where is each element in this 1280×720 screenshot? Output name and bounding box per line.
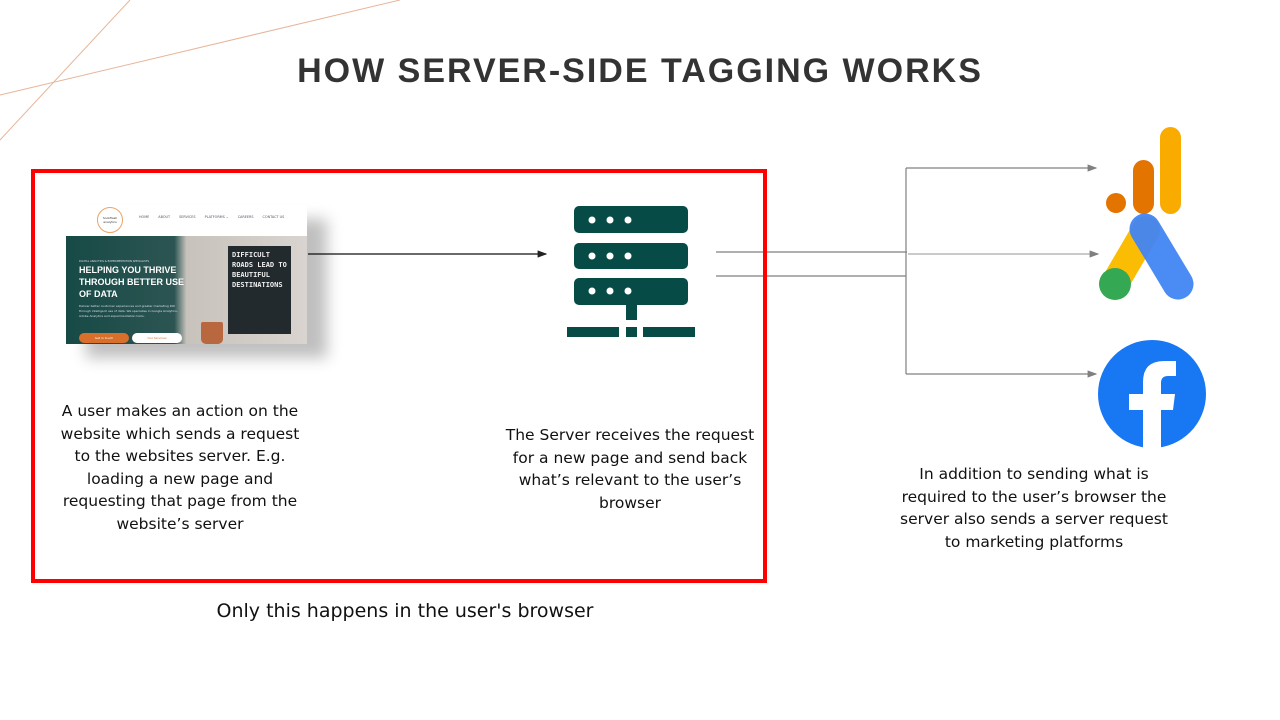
server-caption: The Server receives the request for a ne… bbox=[505, 426, 755, 512]
nav-item: SERVICES bbox=[179, 215, 196, 219]
website-nav: hookflash analytics HOME ABOUT SERVICES … bbox=[66, 205, 307, 236]
website-hero: DIGITAL ANALYTICS & EXPERIMENTATION SPEC… bbox=[66, 236, 307, 344]
website-logo: hookflash analytics bbox=[97, 207, 123, 233]
platforms-caption: In addition to sending what is required … bbox=[900, 465, 1168, 551]
plant-pot bbox=[201, 322, 223, 344]
decorative-line bbox=[0, 0, 401, 96]
letter-board: DIFFICULT ROADS LEAD TO BEAUTIFUL DESTIN… bbox=[228, 246, 291, 334]
facebook-icon bbox=[1098, 340, 1206, 448]
google-analytics-icon bbox=[1106, 127, 1181, 214]
nav-item: CAREERS bbox=[237, 215, 254, 219]
google-ads-icon bbox=[1099, 213, 1194, 300]
nav-item: HOME bbox=[139, 215, 150, 219]
user-action-caption: A user makes an action on the website wh… bbox=[60, 402, 300, 533]
browser-note: Only this happens in the user's browser bbox=[216, 600, 594, 622]
decorative-line bbox=[0, 0, 131, 141]
hero-body: Deliver better customer experiences and … bbox=[79, 304, 178, 318]
our-services-button: Our Services bbox=[132, 333, 182, 343]
website-screenshot: hookflash analytics HOME ABOUT SERVICES … bbox=[66, 205, 307, 344]
nav-item: PLATFORMS ⌄ bbox=[204, 215, 229, 219]
browser-highlight-box bbox=[31, 169, 767, 583]
server-icon bbox=[567, 206, 695, 337]
hero-eyebrow: DIGITAL ANALYTICS & EXPERIMENTATION SPEC… bbox=[79, 260, 150, 263]
nav-item: ABOUT bbox=[158, 215, 171, 219]
get-in-touch-button: Get in touch bbox=[79, 333, 129, 343]
nav-item: CONTACT US bbox=[262, 215, 285, 219]
connector-server-to-platforms bbox=[716, 164, 1100, 378]
hero-headline: HELPING YOU THRIVE THROUGH BETTER USE OF… bbox=[79, 265, 185, 299]
slide-title: HOW SERVER-SIDE TAGGING WORKS bbox=[297, 52, 983, 90]
